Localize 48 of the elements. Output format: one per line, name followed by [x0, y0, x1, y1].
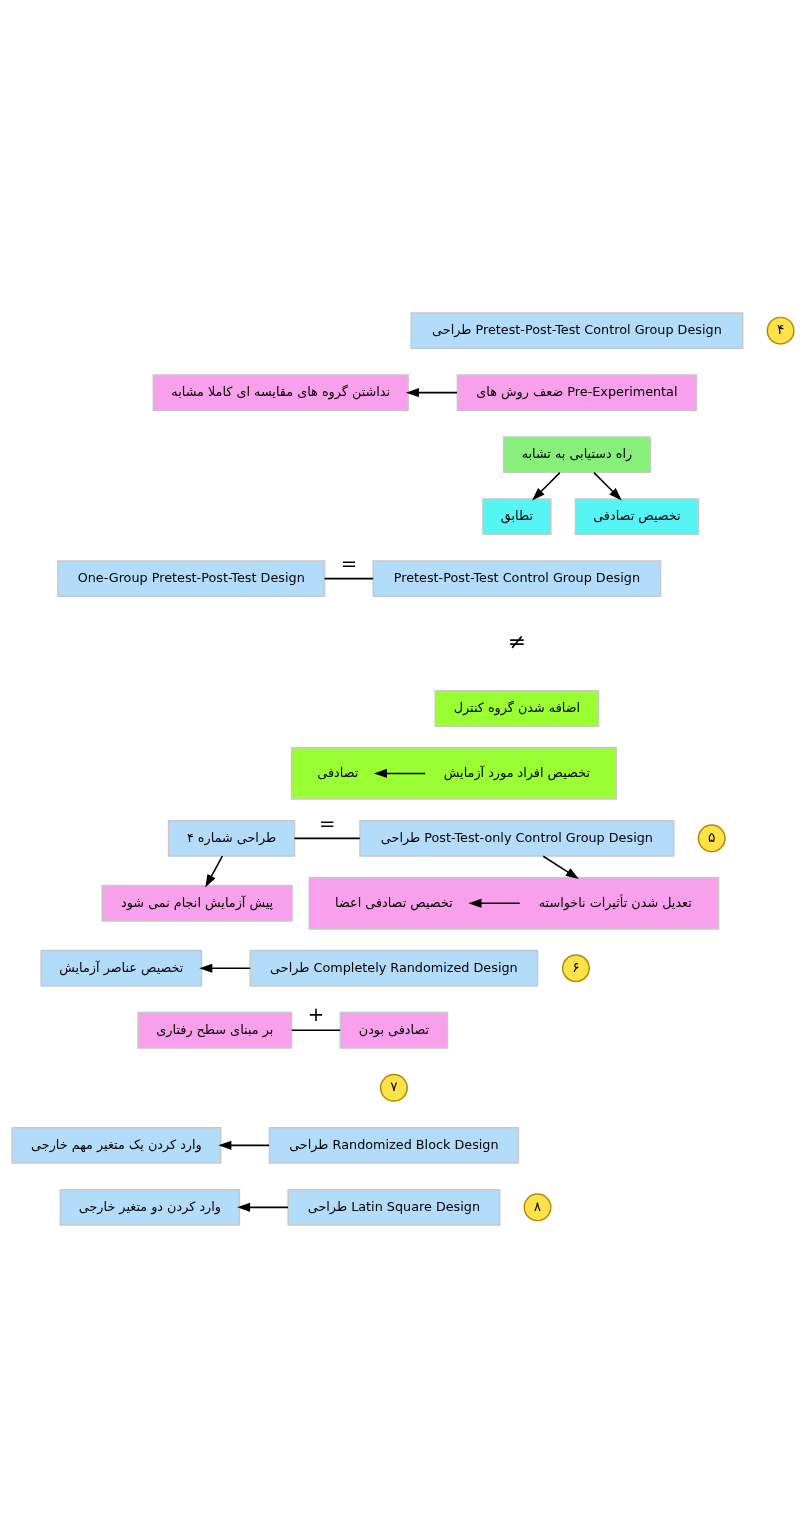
cluster — [308, 876, 720, 930]
node-box: ضعف روش های Pre-Experimental — [456, 373, 698, 411]
node-box: طراحی Completely Randomized Design — [249, 949, 539, 987]
arrow — [593, 471, 622, 500]
arrow — [199, 963, 251, 973]
node-box: نداشتن گروه های مقایسه ای کاملا مشابه — [152, 373, 409, 411]
node-text: تصادفی — [317, 764, 359, 780]
node-box: تخصیص تصادفی — [574, 497, 700, 535]
node-box: بر مبنای سطح رفتاری — [137, 1011, 293, 1049]
node-text: تخصیص تصادفی اعضا — [335, 894, 453, 910]
node-box: طراحی شماره ۴ — [167, 819, 296, 857]
node-text: تعدیل شدن تأثیرات ناخواسته — [538, 894, 692, 910]
node-box: پیش آزمایش انجام نمی شود — [101, 884, 293, 922]
node-circle: ۸ — [523, 1192, 552, 1221]
node-box: تصادفی بودن — [339, 1011, 449, 1049]
node-box: وارد کردن دو متغیر خارجی — [59, 1188, 241, 1226]
edge-label: = — [340, 551, 358, 575]
node-box: طراحی Randomized Block Design — [268, 1126, 520, 1164]
connector — [323, 577, 374, 579]
node-box: طراحی Latin Square Design — [287, 1188, 501, 1226]
arrow — [373, 768, 426, 778]
arrow — [532, 471, 561, 500]
node-box: وارد کردن یک متغیر مهم خارجی — [11, 1126, 222, 1164]
node-circle: ۴ — [766, 316, 795, 345]
node-circle: ۷ — [379, 1073, 408, 1102]
connector — [293, 837, 361, 839]
node-circle: ۵ — [697, 823, 726, 852]
arrow — [218, 1140, 270, 1150]
arrow — [237, 1202, 289, 1212]
node-box: تطابق — [482, 497, 552, 535]
arrow — [542, 854, 579, 879]
edge-label: = — [318, 811, 336, 835]
edge-label: + — [307, 1002, 325, 1026]
cluster — [290, 746, 617, 800]
node-text: تخصیص افراد مورد آزمایش — [443, 764, 590, 780]
arrow — [205, 854, 224, 887]
node-box: طراحی Post-Test-only Control Group Design — [359, 819, 675, 857]
node-box: طراحی Pretest-Post-Test Control Group Design — [410, 311, 744, 349]
node-box: تخصیص عناصر آزمایش — [40, 949, 203, 987]
node-circle: ۶ — [561, 953, 590, 982]
label: ≠ — [507, 628, 526, 654]
arrow — [468, 898, 521, 908]
connector — [291, 1028, 341, 1031]
node-box: One-Group Pretest-Post-Test Design — [57, 559, 326, 597]
node-box: راه دستیابی به تشابه — [502, 435, 651, 473]
node-box: اضافه شدن گروه کنترل — [434, 689, 600, 727]
node-box: Pretest-Post-Test Control Group Design — [372, 559, 662, 597]
arrow — [405, 387, 458, 397]
